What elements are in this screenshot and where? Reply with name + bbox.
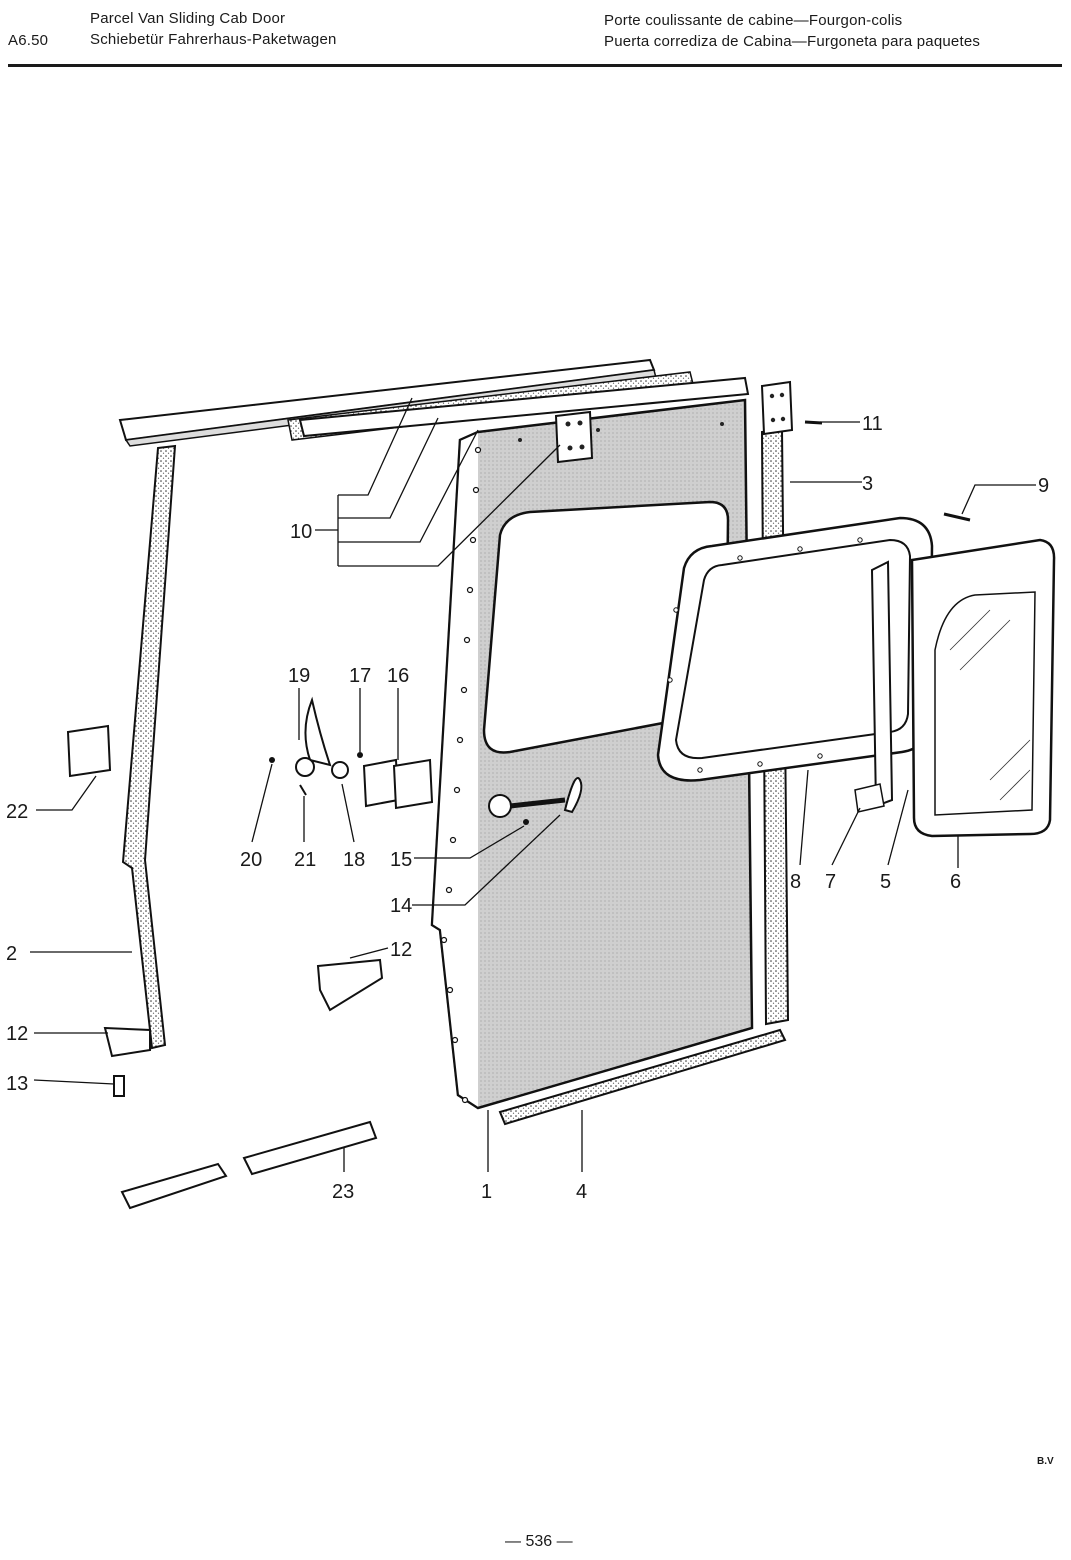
page-number: — 536 — <box>505 1533 573 1550</box>
title-french: Porte coulissante de cabine—Fourgon-coli… <box>604 12 903 29</box>
latch-assembly <box>269 696 434 810</box>
callout-14: 14 <box>390 895 412 917</box>
roller-12 <box>103 958 384 1097</box>
callout-21: 21 <box>294 849 316 871</box>
bottom-seal <box>498 1028 787 1126</box>
callout-12-lower: 12 <box>6 1023 28 1045</box>
title-english: Parcel Van Sliding Cab Door <box>90 10 286 27</box>
callout-labels: 1 2 3 4 5 6 7 8 9 10 11 12 12 13 14 15 1… <box>6 413 1049 1203</box>
callout-18: 18 <box>343 849 365 871</box>
callout-12-upper: 12 <box>390 939 412 961</box>
left-weatherstrip <box>121 444 177 1050</box>
title-german: Schiebetür Fahrerhaus-Paketwagen <box>90 31 337 48</box>
callout-1: 1 <box>481 1181 492 1203</box>
section-code: A6.50 <box>8 32 49 49</box>
handle-assembly <box>488 777 583 825</box>
hinge-22 <box>66 724 112 778</box>
callout-4: 4 <box>576 1181 587 1203</box>
door-panel <box>430 398 754 1110</box>
leader-lines <box>30 397 1036 1172</box>
callout-19: 19 <box>288 665 310 687</box>
window-glass <box>910 538 1056 838</box>
callout-22: 22 <box>6 801 28 823</box>
callout-15: 15 <box>390 849 412 871</box>
callout-20: 20 <box>240 849 262 871</box>
callout-23: 23 <box>332 1181 354 1203</box>
title-spanish: Puerta corrediza de Cabina—Furgoneta par… <box>604 33 981 50</box>
channel <box>854 560 894 813</box>
callout-13: 13 <box>6 1073 28 1095</box>
trim-strips-23 <box>120 1120 378 1210</box>
callout-5: 5 <box>880 871 891 893</box>
callout-10: 10 <box>290 521 312 543</box>
header-rule <box>8 64 1062 67</box>
callout-2: 2 <box>6 943 17 965</box>
callout-8: 8 <box>790 871 801 893</box>
callout-6: 6 <box>950 871 961 893</box>
top-rail <box>118 358 750 464</box>
callout-16: 16 <box>387 665 409 687</box>
screw-9-11 <box>804 420 971 522</box>
window-frame <box>656 516 934 782</box>
callout-9: 9 <box>1038 475 1049 497</box>
callout-7: 7 <box>825 871 836 893</box>
callout-17: 17 <box>349 665 371 687</box>
callout-11: 11 <box>862 413 883 435</box>
bv-mark: B.V <box>1037 1456 1054 1467</box>
callout-3: 3 <box>862 473 873 495</box>
